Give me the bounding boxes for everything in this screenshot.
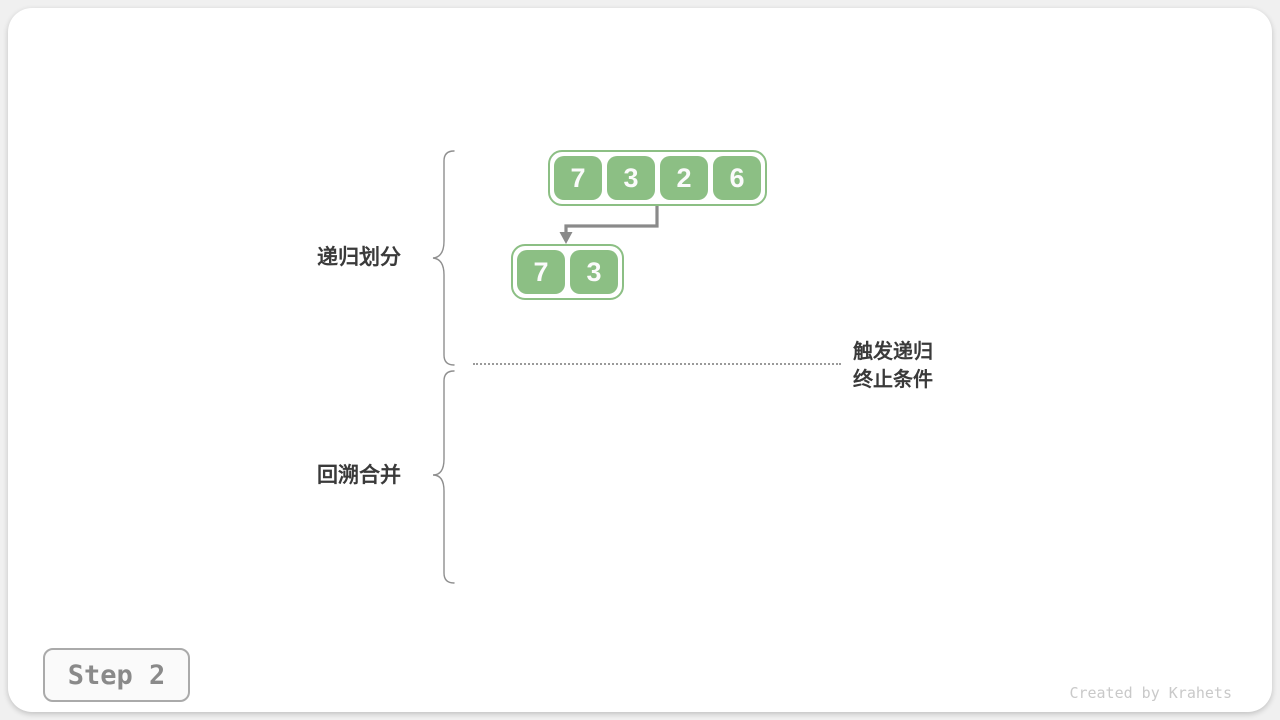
array-cell: 3 [570,250,618,294]
divide-brace [432,150,455,366]
merge-brace [432,370,455,584]
array-level-1: 7 3 2 6 [548,150,767,206]
array-cell: 2 [660,156,708,200]
step-badge: Step 2 [43,648,190,702]
array-cell: 7 [554,156,602,200]
array-cell: 7 [517,250,565,294]
array-level-2: 7 3 [511,244,624,300]
canvas-card: 递归划分 回溯合并 7 3 2 6 7 3 触发递归 终止条件 Step 2 C… [8,8,1272,712]
divide-arrow [559,206,659,244]
credit-text: Created by Krahets [1069,684,1232,702]
label-divide-phase: 递归划分 [317,246,401,269]
termination-annotation-line2: 终止条件 [853,369,933,391]
termination-divider-line [473,363,841,365]
termination-annotation-line1: 触发递归 [853,341,933,363]
step-badge-label: Step 2 [67,659,166,691]
label-merge-phase: 回溯合并 [317,464,401,487]
array-cell: 6 [713,156,761,200]
termination-annotation: 触发递归 终止条件 [853,338,933,394]
array-cell: 3 [607,156,655,200]
